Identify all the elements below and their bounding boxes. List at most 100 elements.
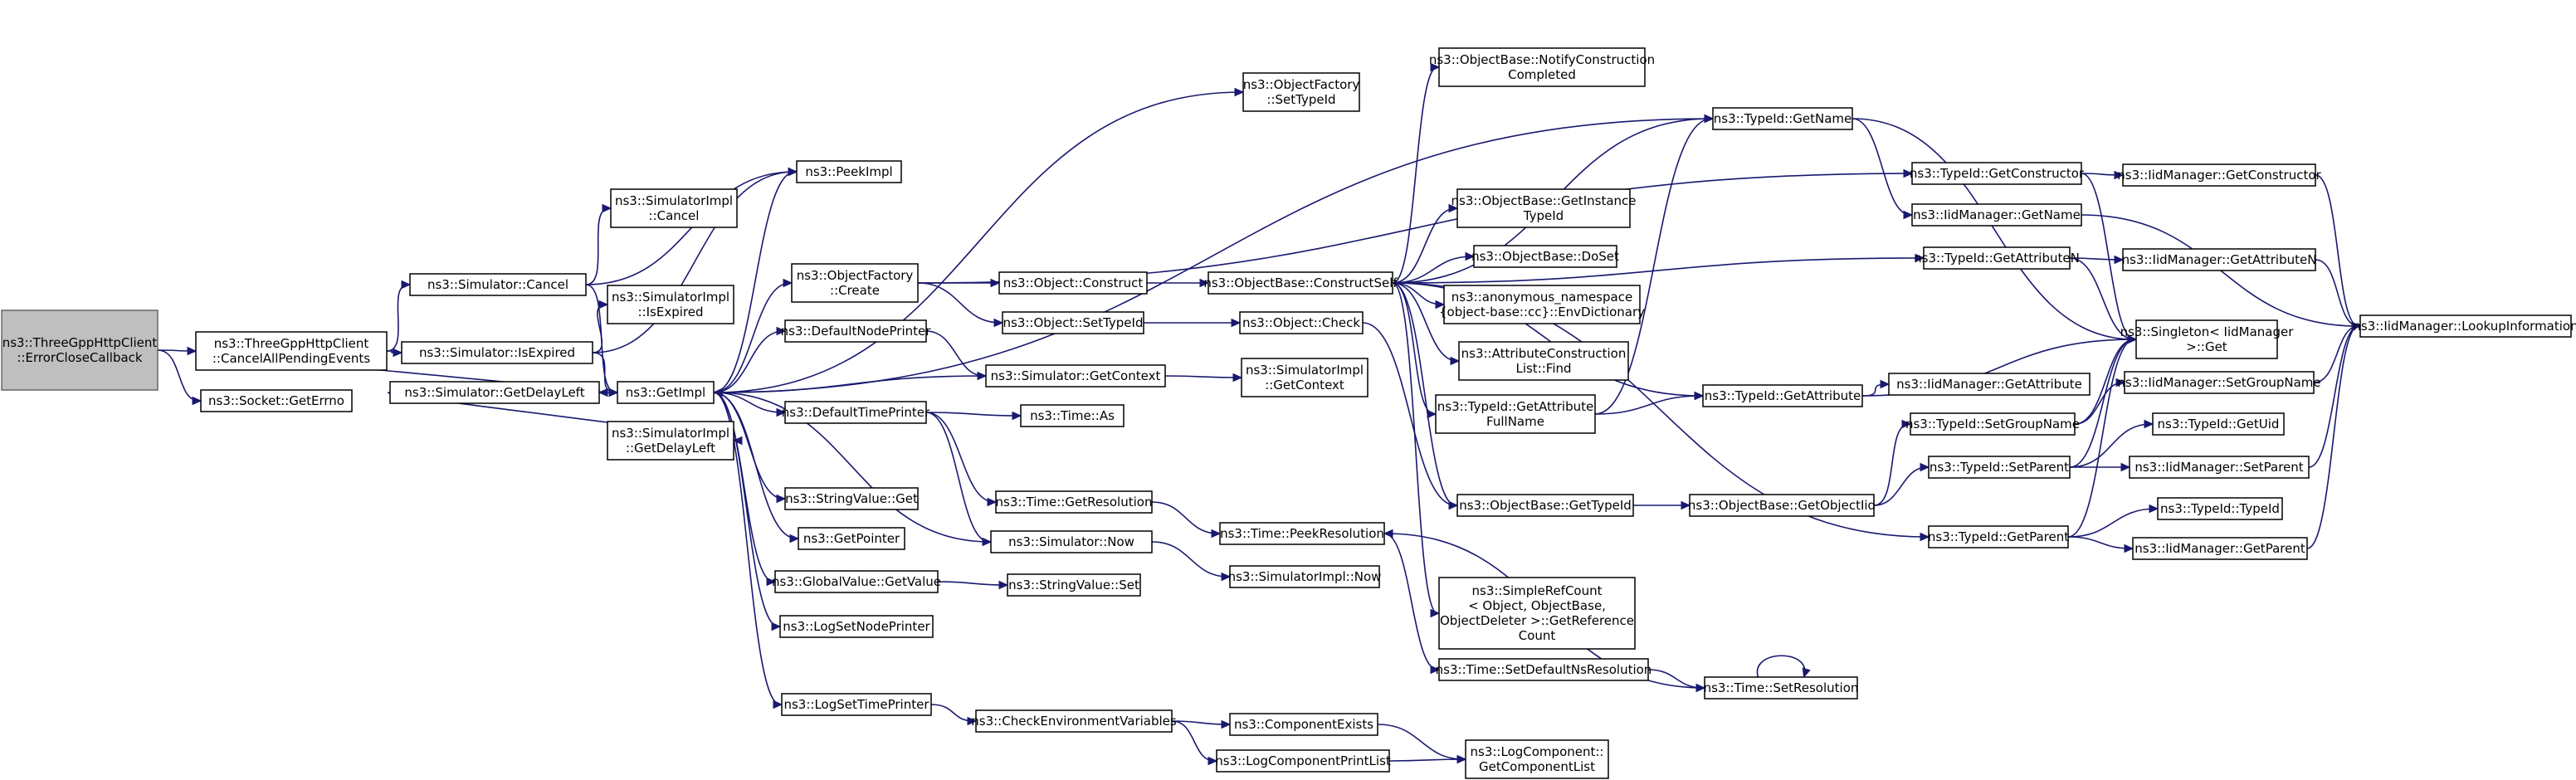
node-timeSetDefNsRes[interactable]: ns3::Time::SetDefaultNsResolution	[1436, 658, 1652, 681]
node-label: ns3::CheckEnvironmentVariables	[971, 714, 1177, 729]
node-label: ::CancelAllPendingEvents	[212, 351, 370, 366]
node-objSetTypeId[interactable]: ns3::Object::SetTypeId	[1002, 311, 1144, 334]
node-getErrno[interactable]: ns3::Socket::GetErrno	[200, 389, 353, 412]
node-checkEnvVars[interactable]: ns3::CheckEnvironmentVariables	[971, 709, 1177, 733]
node-tidSetParent[interactable]: ns3::TypeId::SetParent	[1928, 456, 2071, 479]
node-label: ns3::LogComponentPrintList	[1215, 753, 1391, 768]
node-ofCreate[interactable]: ns3::ObjectFactory::Create	[791, 263, 919, 303]
node-iidGetParent[interactable]: ns3::IidManager::GetParent	[2132, 537, 2308, 560]
node-label: ns3::Time::PeekResolution	[1220, 526, 1384, 541]
call-edge-simGetDelayLeft-to-getImpl	[599, 388, 619, 397]
node-logSetNodePrinter[interactable]: ns3::LogSetNodePrinter	[779, 615, 934, 638]
node-stringValueSet[interactable]: ns3::StringValue::Set	[1007, 573, 1141, 597]
node-iidGetConstructor[interactable]: ns3::IidManager::GetConstructor	[2117, 163, 2322, 187]
node-label: ns3::TypeId::GetAttribute	[1437, 399, 1593, 414]
node-logSetTimePrinter[interactable]: ns3::LogSetTimePrinter	[781, 693, 932, 716]
call-edge-tidGetAttribute-to-iidGetAttribute	[1861, 379, 1891, 397]
node-obGetTypeId[interactable]: ns3::ObjectBase::GetTypeId	[1456, 494, 1634, 517]
node-timePeekRes[interactable]: ns3::Time::PeekResolution	[1219, 522, 1385, 545]
node-defNodePrinter[interactable]: ns3::DefaultNodePrinter	[781, 319, 932, 343]
node-globalValueGet[interactable]: ns3::GlobalValue::GetValue	[772, 570, 941, 593]
node-tidGetConstructor[interactable]: ns3::TypeId::GetConstructor	[1910, 162, 2085, 185]
node-singletonGet[interactable]: ns3::Singleton< IidManager>::Get	[2120, 319, 2295, 359]
node-tidGetName[interactable]: ns3::TypeId::GetName	[1712, 107, 1853, 130]
node-peekImpl[interactable]: ns3::PeekImpl	[796, 160, 902, 183]
node-iidLookupInfo[interactable]: ns3::IidManager::LookupInformation	[2353, 314, 2576, 338]
node-implGetContext[interactable]: ns3::SimulatorImpl::GetContext	[1241, 358, 1368, 397]
node-obNotifyCC[interactable]: ns3::ObjectBase::NotifyConstructionCompl…	[1429, 47, 1655, 87]
call-edge-simGetContext-to-getImpl	[712, 375, 987, 397]
node-label: ns3::SimulatorImpl	[615, 193, 733, 208]
node-simNow[interactable]: ns3::Simulator::Now	[990, 530, 1153, 553]
node-logCompPrintList[interactable]: ns3::LogComponentPrintList	[1215, 749, 1391, 773]
call-edge-checkEnvVars-to-logCompPrintList	[1171, 720, 1218, 766]
node-objCheck[interactable]: ns3::Object::Check	[1239, 311, 1364, 334]
call-edge-timeSetRes-to-timeSetRes	[1756, 655, 1811, 679]
node-box	[791, 263, 919, 303]
node-box	[401, 341, 593, 364]
node-timeGetRes[interactable]: ns3::Time::GetResolution	[995, 490, 1153, 514]
node-box	[1435, 394, 1596, 434]
call-edge-checkEnvVars-to-compExists	[1171, 719, 1232, 729]
node-timeAs[interactable]: ns3::Time::As	[1020, 404, 1125, 427]
node-box	[2132, 537, 2308, 560]
node-simCancel[interactable]: ns3::Simulator::Cancel	[409, 273, 587, 296]
node-label: ns3::GlobalValue::GetValue	[772, 574, 941, 589]
node-obGetObjectIid[interactable]: ns3::ObjectBase::GetObjectIid	[1688, 494, 1876, 517]
node-objConstruct[interactable]: ns3::Object::Construct	[998, 271, 1148, 295]
node-iidSetGroupName[interactable]: ns3::IidManager::SetGroupName	[2117, 371, 2321, 394]
node-label: ns3::ObjectBase::DoSet	[1471, 249, 1619, 264]
node-implNow[interactable]: ns3::SimulatorImpl::Now	[1228, 565, 1382, 588]
node-label: ns3::SimulatorImpl	[1246, 363, 1364, 378]
node-iidGetAttributeN[interactable]: ns3::IidManager::GetAttributeN	[2122, 248, 2317, 271]
node-root[interactable]: ns3::ThreeGppHttpClient::ErrorCloseCallb…	[1, 310, 159, 391]
node-getImpl[interactable]: ns3::GetImpl	[617, 381, 715, 404]
node-label: ns3::ObjectFactory	[797, 268, 914, 283]
node-box	[1229, 713, 1378, 736]
node-timeSetRes[interactable]: ns3::Time::SetResolution	[1704, 676, 1859, 700]
node-compExists[interactable]: ns3::ComponentExists	[1229, 713, 1378, 736]
node-getPointer[interactable]: ns3::GetPointer	[798, 527, 905, 550]
node-tidGetParent[interactable]: ns3::TypeId::GetParent	[1928, 525, 2069, 548]
node-label: ns3::Simulator::GetContext	[991, 368, 1161, 383]
node-iidGetName[interactable]: ns3::IidManager::GetName	[1911, 203, 2082, 227]
node-obDoSet[interactable]: ns3::ObjectBase::DoSet	[1471, 245, 1619, 268]
node-iidSetParent[interactable]: ns3::IidManager::SetParent	[2129, 456, 2310, 479]
node-box	[990, 530, 1153, 553]
call-edge-globalValueGet-to-stringValueSet	[937, 580, 1009, 590]
node-box	[2122, 248, 2316, 271]
node-box	[610, 188, 738, 228]
node-srcGetRefCount[interactable]: ns3::SimpleRefCount< Object, ObjectBase,…	[1438, 577, 1636, 650]
node-iidGetAttribute[interactable]: ns3::IidManager::GetAttribute	[1888, 373, 2091, 396]
node-box	[1438, 47, 1646, 87]
node-logCompGetList[interactable]: ns3::LogComponent::GetComponentList	[1465, 739, 1609, 779]
node-ofSetTypeId[interactable]: ns3::ObjectFactory::SetTypeId	[1242, 72, 1360, 112]
node-label: ns3::StringValue::Get	[785, 491, 918, 506]
node-simGetContext[interactable]: ns3::Simulator::GetContext	[985, 364, 1166, 388]
node-cancelAll[interactable]: ns3::ThreeGppHttpClient::CancelAllPendin…	[195, 331, 388, 371]
node-tidGetAttribute[interactable]: ns3::TypeId::GetAttribute	[1702, 384, 1863, 407]
node-obConstructSelf[interactable]: ns3::ObjectBase::ConstructSelf	[1203, 271, 1398, 295]
node-tidGetUid[interactable]: ns3::TypeId::GetUid	[2152, 412, 2285, 436]
node-envDictionary[interactable]: ns3::anonymous_namespace{object-base::cc…	[1439, 285, 1645, 324]
node-stringValueGet[interactable]: ns3::StringValue::Get	[784, 487, 919, 510]
node-label: ::SetTypeId	[1266, 92, 1335, 107]
node-implIsExpired[interactable]: ns3::SimulatorImpl::IsExpired	[607, 285, 734, 324]
node-simGetDelayLeft[interactable]: ns3::Simulator::GetDelayLeft	[389, 381, 600, 404]
node-label: ns3::LogSetTimePrinter	[783, 697, 929, 712]
node-tidGetAttributeN[interactable]: ns3::TypeId::GetAttributeN	[1914, 246, 2080, 270]
call-edge-tidGetConstructor-to-iidGetConstructor	[2081, 170, 2125, 180]
node-tidTypeId[interactable]: ns3::TypeId::TypeId	[2157, 497, 2283, 520]
node-simIsExpired[interactable]: ns3::Simulator::IsExpired	[401, 341, 593, 364]
node-implGetDelayLeft[interactable]: ns3::SimulatorImpl::GetDelayLeft	[607, 421, 734, 461]
node-label: ns3::SimulatorImpl	[612, 290, 729, 305]
node-implCancel[interactable]: ns3::SimulatorImpl::Cancel	[610, 188, 738, 228]
node-tidSetGroupName[interactable]: ns3::TypeId::SetGroupName	[1905, 412, 2080, 436]
node-defTimePrinter[interactable]: ns3::DefaultTimePrinter	[782, 401, 930, 424]
node-box	[1928, 456, 2071, 479]
call-edge-simCancel-to-implCancel	[585, 203, 612, 285]
node-label: ns3::ObjectBase::NotifyConstruction	[1429, 52, 1655, 67]
